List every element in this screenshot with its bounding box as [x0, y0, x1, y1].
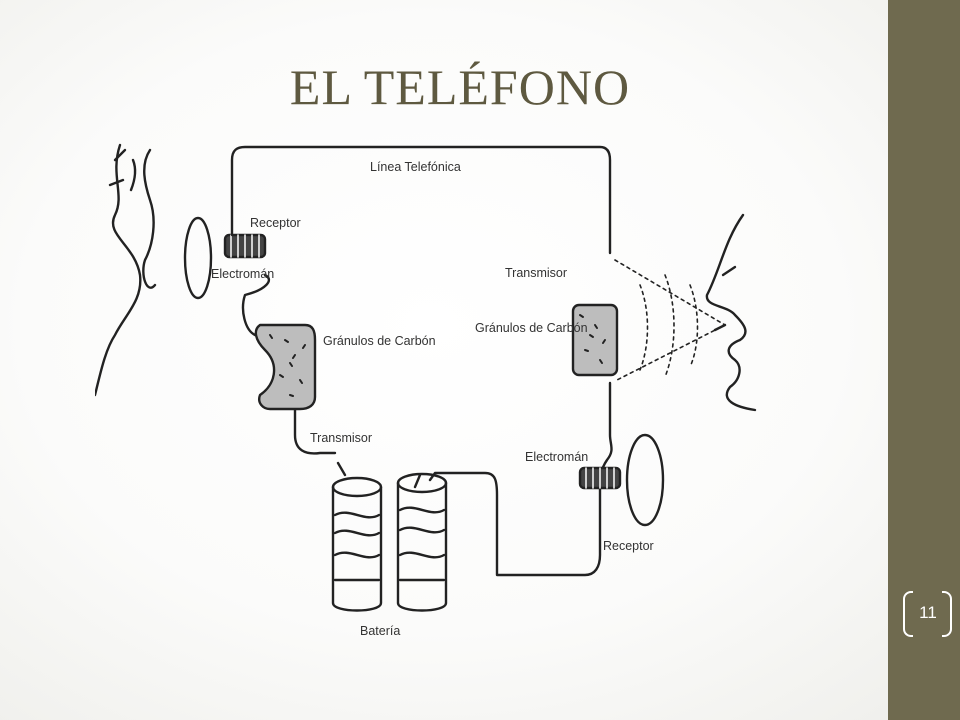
- left-lower-wire: [241, 273, 271, 337]
- battery-cells: [331, 461, 448, 612]
- left-ear: [142, 148, 157, 289]
- left-receiver-disc: [183, 216, 213, 300]
- left-carbon-transmitter: [254, 323, 317, 411]
- slide-title: EL TELÉFONO: [289, 59, 631, 115]
- left-face-outline: [95, 143, 142, 397]
- label-electromagnet-right: Electromán: [525, 450, 588, 464]
- slide-number: 11: [919, 603, 937, 622]
- label-telephone-line: Línea Telefónica: [370, 160, 461, 174]
- left-electromagnet: [223, 233, 267, 259]
- sound-waves: [614, 259, 726, 381]
- page-number-bracket-right: [942, 591, 952, 637]
- label-receiver-left: Receptor: [250, 216, 301, 230]
- label-receiver-right: Receptor: [603, 539, 654, 553]
- label-transmitter-right: Transmisor: [505, 266, 567, 280]
- sidebar-strip: [888, 0, 960, 720]
- right-receiver-disc: [625, 433, 665, 527]
- label-granules-left: Gránulos de Carbón: [323, 334, 436, 348]
- page-number-bracket-left: [903, 591, 913, 637]
- right-carbon-transmitter: [571, 303, 619, 377]
- telephone-line-wire: [230, 145, 612, 255]
- label-battery: Batería: [360, 624, 400, 638]
- label-electromagnet-left: Electromán: [211, 267, 274, 281]
- label-granules-right: Gránulos de Carbón: [475, 321, 588, 335]
- right-face-outline: [705, 213, 757, 412]
- label-transmitter-left: Transmisor: [310, 431, 372, 445]
- battery-right-wire: [428, 471, 602, 577]
- telephone-diagram: Línea Telefónica Receptor Electromán Grá…: [95, 143, 757, 638]
- right-electromagnet: [578, 466, 622, 490]
